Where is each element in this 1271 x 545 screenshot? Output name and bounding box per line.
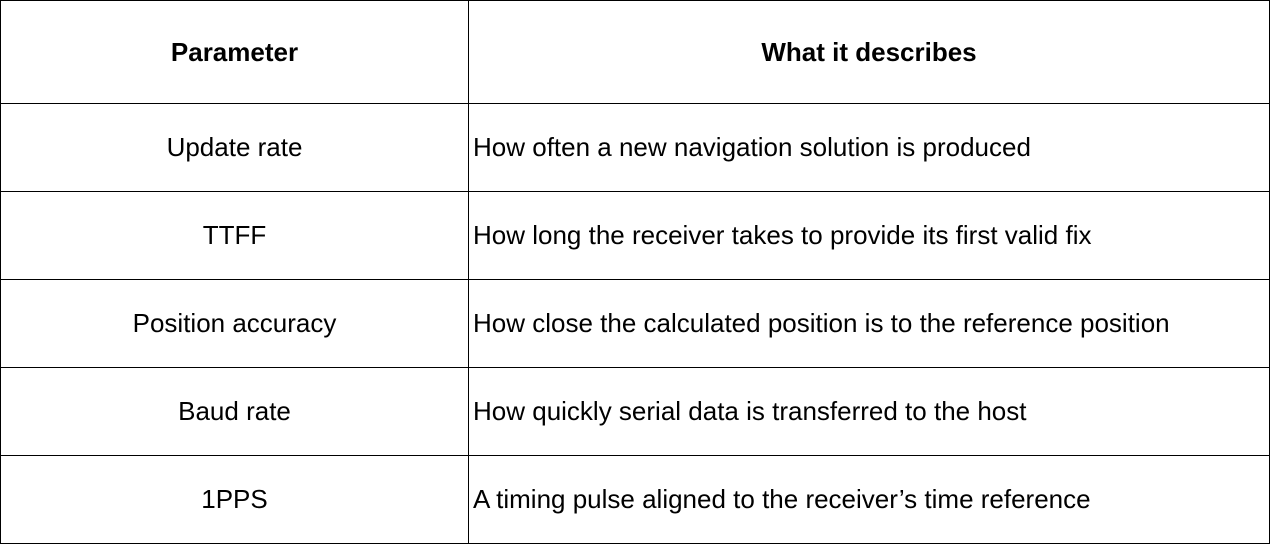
header-parameter: Parameter bbox=[0, 0, 469, 104]
cell-description: How long the receiver takes to provide i… bbox=[468, 191, 1270, 280]
table-body: Update rate How often a new navigation s… bbox=[0, 103, 1270, 544]
cell-parameter: Update rate bbox=[0, 103, 469, 192]
table-row: TTFF How long the receiver takes to prov… bbox=[0, 191, 1270, 280]
table-row: Update rate How often a new navigation s… bbox=[0, 103, 1270, 192]
cell-description: A timing pulse aligned to the receiver’s… bbox=[468, 455, 1270, 544]
cell-parameter: Baud rate bbox=[0, 367, 469, 456]
cell-parameter: Position accuracy bbox=[0, 279, 469, 368]
cell-parameter: 1PPS bbox=[0, 455, 469, 544]
cell-description: How often a new navigation solution is p… bbox=[468, 103, 1270, 192]
header-row: Parameter What it describes bbox=[0, 0, 1270, 104]
table-row: 1PPS A timing pulse aligned to the recei… bbox=[0, 455, 1270, 544]
header-description: What it describes bbox=[468, 0, 1270, 104]
cell-description: How quickly serial data is transferred t… bbox=[468, 367, 1270, 456]
table-row: Position accuracy How close the calculat… bbox=[0, 279, 1270, 368]
table-header: Parameter What it describes bbox=[0, 0, 1270, 104]
cell-parameter: TTFF bbox=[0, 191, 469, 280]
table-row: Baud rate How quickly serial data is tra… bbox=[0, 367, 1270, 456]
cell-description: How close the calculated position is to … bbox=[468, 279, 1270, 368]
